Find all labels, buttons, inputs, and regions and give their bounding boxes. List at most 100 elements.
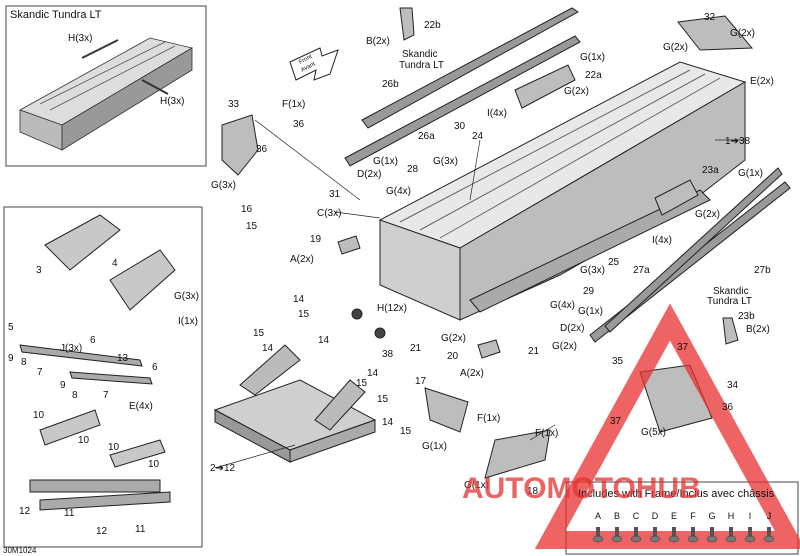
callout-c25: 25 — [608, 257, 620, 268]
fastener-icon-e — [668, 527, 680, 543]
callout-c15a: 15 — [246, 221, 258, 232]
callout-c28: 28 — [407, 164, 419, 175]
callout-c21b: 21 — [528, 346, 540, 357]
callout-c14d: 14 — [367, 368, 379, 379]
callout-cF1x_c: F(1x) — [535, 428, 559, 439]
callout-c2to12: 2➔12 — [210, 463, 236, 474]
callout-cD2x_a: D(2x) — [357, 169, 382, 180]
callout-cG2x_a: G(2x) — [730, 28, 755, 39]
figure-code: 30M1024 — [3, 546, 37, 555]
callout-c12b: 12 — [96, 526, 108, 537]
callout-c33: 33 — [228, 99, 240, 110]
callout-c6a: 6 — [90, 335, 96, 346]
callout-c22b: 22b — [424, 20, 441, 31]
callout-cI4x_a: I(4x) — [487, 108, 507, 119]
fastener-icon-c — [630, 527, 642, 543]
callout-c6b: 6 — [152, 362, 158, 373]
callout-cG2x_d: G(2x) — [695, 209, 720, 220]
callout-cG1x_e: G(1x) — [422, 441, 447, 452]
callout-c37b: 37 — [610, 416, 622, 427]
callout-cG1x_a: G(1x) — [580, 52, 605, 63]
callout-c11a: 11 — [64, 508, 75, 519]
callout-c36b: 36 — [256, 144, 268, 155]
frame-assembly — [213, 344, 377, 463]
fastener-icon-i — [744, 527, 756, 543]
callout-c18: 18 — [527, 486, 539, 497]
callout-cG4x_a: G(4x) — [386, 186, 411, 197]
callout-c23b: 23b — [738, 311, 755, 322]
callout-cG1x_d: G(1x) — [578, 306, 603, 317]
callout-c9a: 9 — [8, 353, 14, 364]
callout-cI4x_b: I(4x) — [652, 235, 672, 246]
callout-c7b: 7 — [103, 390, 109, 401]
fastener-icon-h — [725, 527, 737, 543]
frame-parts — [19, 214, 176, 511]
callout-c17: 17 — [415, 376, 427, 387]
callout-c20: 20 — [447, 351, 459, 362]
callout-cG3x_a: G(3x) — [211, 180, 236, 191]
callout-c8b: 8 — [72, 390, 78, 401]
legend-title: Includes with Frame/Inclus avec châssis — [578, 488, 775, 500]
callout-cG1x_f: G(1x) — [464, 480, 489, 491]
callout-cG2x_e: G(2x) — [441, 333, 466, 344]
callout-c1to38: 1➔38 — [725, 136, 751, 147]
callout-c14c: 14 — [318, 335, 330, 346]
callout-c15b: 15 — [298, 309, 310, 320]
callout-cE2x: E(2x) — [750, 76, 774, 87]
callout-c38: 38 — [382, 349, 394, 360]
legend-letter-a: A — [594, 511, 601, 521]
callout-c10b: 10 — [78, 435, 90, 446]
callout-c15f: 15 — [400, 426, 412, 437]
front-arrow-shape — [289, 47, 339, 81]
fastener-icon-g — [706, 527, 718, 543]
callout-c4: 4 — [112, 258, 118, 269]
callout-cG1x_c: G(1x) — [738, 168, 763, 179]
legend-letter-j: J — [766, 511, 772, 521]
callout-c24: 24 — [472, 131, 484, 142]
callout-c14b: 14 — [262, 343, 274, 354]
callout-cC3x: C(3x) — [317, 208, 342, 219]
legend-letter-g: G — [708, 511, 716, 521]
callout-c30: 30 — [454, 121, 466, 132]
legend-letter-i: I — [748, 511, 752, 521]
callout-c32: 32 — [704, 12, 716, 23]
legend-letter-e: E — [670, 511, 677, 521]
callout-c21a: 21 — [410, 343, 422, 354]
callout-c9b: 9 — [60, 380, 66, 391]
callout-cG5x: G(5x) — [641, 427, 666, 438]
callout-cG2x_f: G(2x) — [552, 341, 577, 352]
callout-c11b: 11 — [135, 524, 146, 535]
fastener-icon-d — [649, 527, 661, 543]
callout-cG3x_d: G(3x) — [174, 291, 199, 302]
callout-cF1x_a: F(1x) — [282, 99, 306, 110]
fastener-icon-b — [611, 527, 623, 543]
legend-letter-b: B — [613, 511, 620, 521]
fastener-icon-a — [592, 527, 604, 543]
callout-cSkandic2: Skandic — [713, 286, 749, 297]
watermark-brand: AUTOMOTOHUB — [462, 472, 701, 505]
callout-cG3x_b: G(3x) — [433, 156, 458, 167]
callout-cB2x_b: B(2x) — [746, 324, 770, 335]
legend-letter-c: C — [632, 511, 640, 521]
callout-cH12x: H(12x) — [377, 303, 408, 314]
callout-c5: 5 — [8, 322, 14, 333]
callout-cTundra1: Tundra LT — [399, 60, 445, 71]
callout-c15c: 15 — [253, 328, 265, 339]
callout-c19: 19 — [310, 234, 322, 245]
callout-c10a: 10 — [33, 410, 45, 421]
callout-cG2x_b: G(2x) — [663, 42, 688, 53]
callout-c7a: 7 — [37, 367, 43, 378]
callout-c36a: 36 — [293, 119, 305, 130]
leader-lines — [214, 119, 745, 469]
callout-cG1x_b: G(1x) — [373, 156, 398, 167]
legend-letter-h: H — [727, 511, 735, 521]
callout-c37a: 37 — [677, 342, 689, 353]
callout-c22a: 22a — [585, 70, 602, 81]
callout-cJ3x: J(3x) — [60, 343, 83, 354]
legend-letter-f: F — [690, 511, 696, 521]
callout-cE4x: E(4x) — [129, 401, 153, 412]
callout-cG4x_b: G(4x) — [550, 300, 575, 311]
callout-c13: 13 — [117, 353, 129, 364]
